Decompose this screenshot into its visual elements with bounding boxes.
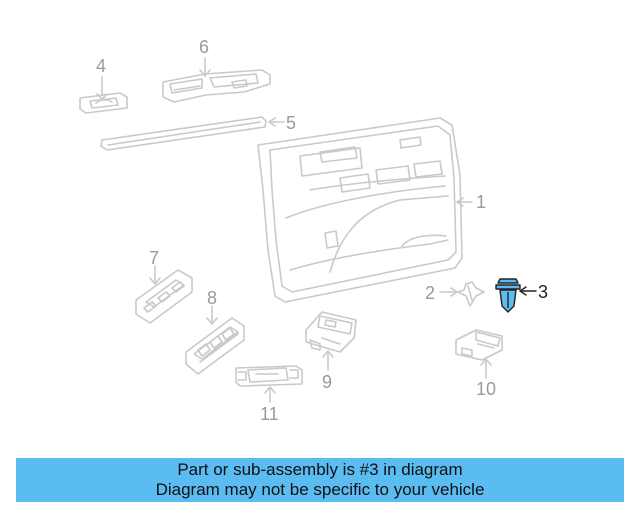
callout-3-leader bbox=[518, 286, 537, 296]
callout-label-3[interactable]: 3 bbox=[538, 282, 548, 302]
callout-label-5: 5 bbox=[286, 113, 296, 133]
callout-label-1: 1 bbox=[476, 192, 486, 212]
part-11-lamp-bezel bbox=[235, 365, 303, 387]
leader-lines bbox=[96, 57, 492, 403]
callout-label-2: 2 bbox=[425, 283, 435, 303]
part-2-clip bbox=[457, 281, 485, 307]
callout-label-10: 10 bbox=[476, 379, 496, 399]
part-1-door-panel bbox=[257, 117, 463, 303]
part-8-master-switch bbox=[185, 317, 245, 375]
banner-line-disclaimer: Diagram may not be specific to your vehi… bbox=[155, 480, 485, 499]
part-5-trim-strip bbox=[100, 116, 267, 151]
callout-label-9: 9 bbox=[322, 372, 332, 392]
info-banner: Part or sub-assembly is #3 in diagram Di… bbox=[16, 458, 624, 502]
banner-line-part: Part or sub-assembly is #3 in diagram bbox=[177, 460, 463, 479]
callout-label-8: 8 bbox=[207, 288, 217, 308]
part-4-handle-bezel bbox=[79, 92, 128, 114]
callout-label-4: 4 bbox=[96, 56, 106, 76]
part-9-switch-module bbox=[305, 311, 357, 353]
part-3-push-retainer[interactable] bbox=[495, 278, 521, 313]
part-6-armrest bbox=[162, 69, 271, 103]
part-7-switch-panel bbox=[135, 269, 193, 324]
callout-label-11: 11 bbox=[260, 404, 279, 424]
callout-label-7: 7 bbox=[149, 248, 159, 268]
callout-label-6: 6 bbox=[199, 37, 209, 57]
part-10-small-switch bbox=[455, 329, 503, 361]
